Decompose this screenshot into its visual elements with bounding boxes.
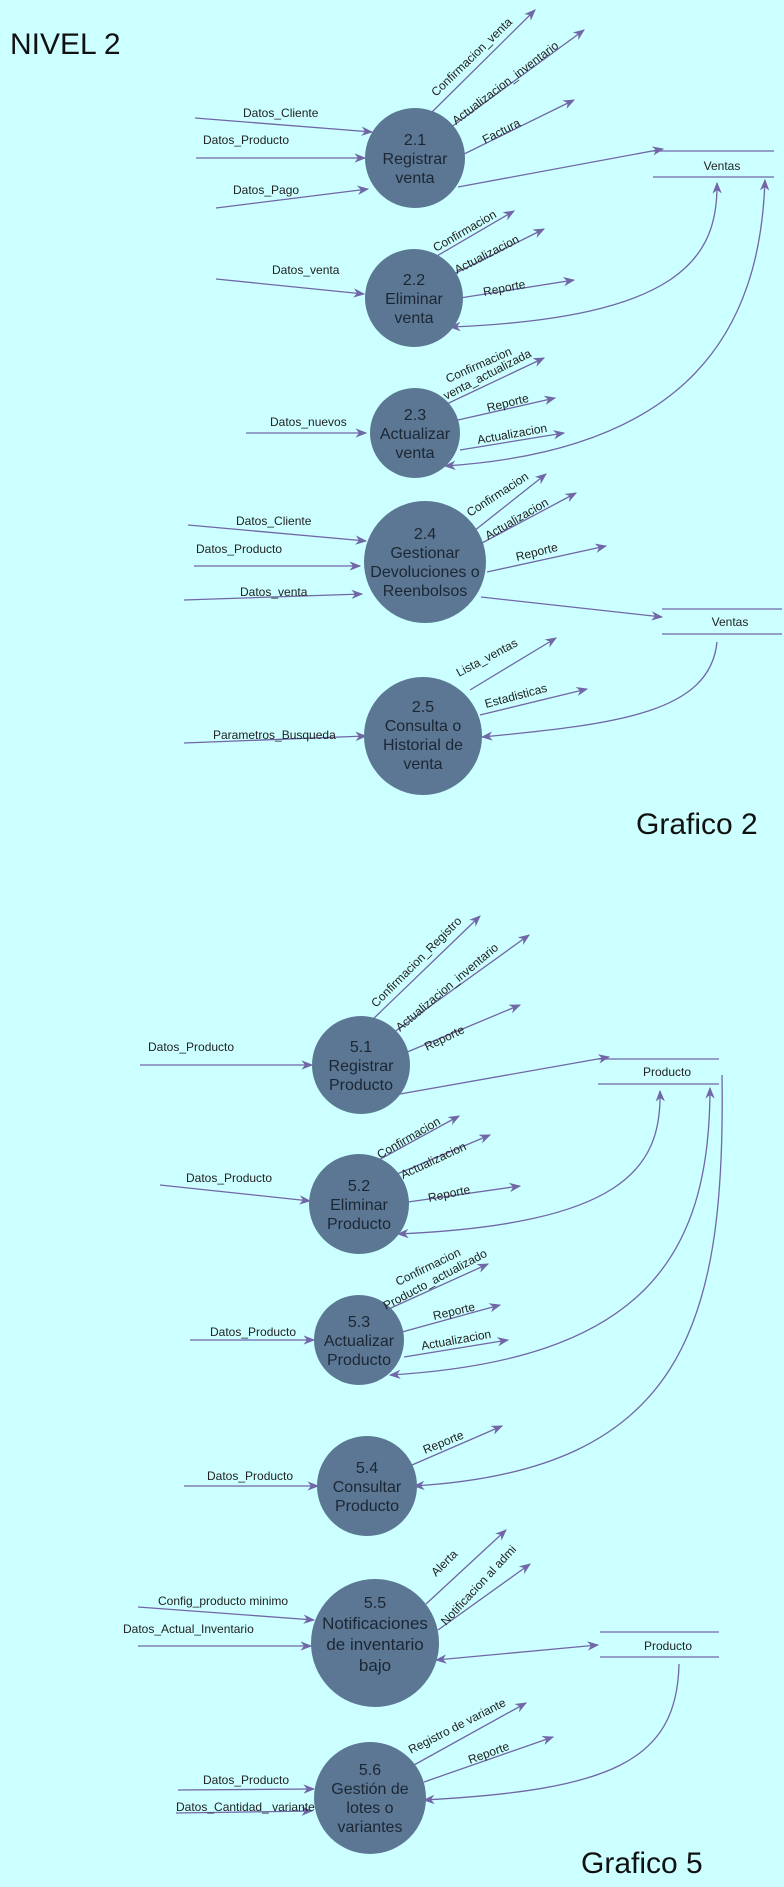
flow-label: Datos_Producto: [207, 1469, 293, 1483]
data-store-label: Producto: [643, 1065, 691, 1079]
data-store-producto-1: Producto: [598, 1058, 719, 1085]
flow-label: Reporte: [427, 1182, 472, 1205]
data-store-label: Producto: [644, 1639, 692, 1653]
flow-label: Reporte: [466, 1739, 511, 1767]
flow-label: Datos_Producto: [148, 1040, 234, 1054]
flow-label: Datos_Producto: [203, 133, 289, 147]
flow-label: Datos_Producto: [196, 542, 282, 556]
flow-label: Factura: [480, 116, 523, 147]
flow-label: Reporte: [432, 1300, 477, 1323]
data-store-ventas-2: Ventas: [662, 608, 782, 635]
flow-label: Datos_Actual_Inventario: [123, 1622, 254, 1636]
data-store-label: Ventas: [704, 159, 741, 173]
flow-label: Datos_Pago: [233, 183, 299, 197]
flow-label: Datos_venta: [272, 263, 340, 277]
data-store-label: Ventas: [712, 615, 749, 629]
flow-label: Config_producto minimo: [158, 1594, 288, 1608]
data-flows: [137, 9, 770, 1816]
data-store-producto-2: Producto: [600, 1631, 719, 1658]
flow-label: Actualizacion: [476, 421, 548, 447]
flow-label: Alerta: [428, 1547, 460, 1579]
flow-labels: Datos_Cliente Datos_Producto Datos_Pago …: [123, 15, 561, 1814]
flow-label: Lista_ventas: [454, 636, 520, 680]
flow-label: Reporte: [422, 1022, 467, 1053]
flow-label: Reporte: [514, 540, 559, 564]
flow-label: Datos_Producto: [186, 1171, 272, 1185]
caption-grafico-2: Grafico 2: [636, 808, 758, 841]
flow-label: Confirmacion_Registro: [368, 914, 464, 1010]
flow-label: Reporte: [421, 1428, 466, 1457]
flow-label: Datos_Cliente: [236, 514, 312, 528]
flow-label: Datos_venta: [240, 585, 308, 599]
flow-label: Datos_Producto: [210, 1325, 296, 1339]
data-store-ventas-1: Ventas: [653, 150, 774, 178]
caption-grafico-5: Grafico 5: [581, 1847, 703, 1880]
flow-label: Reporte: [482, 277, 527, 299]
flow-label: Datos_nuevos: [270, 415, 347, 429]
flow-label: Parametros_Busqueda: [213, 728, 336, 742]
flow-label: Datos_Producto: [203, 1773, 289, 1787]
level-title: NIVEL 2: [10, 28, 121, 61]
flow-label: Datos_Cliente: [243, 106, 319, 120]
flow-label: Datos_Cantidad_ variante: [176, 1800, 315, 1814]
flow-label: Reporte: [485, 391, 530, 415]
